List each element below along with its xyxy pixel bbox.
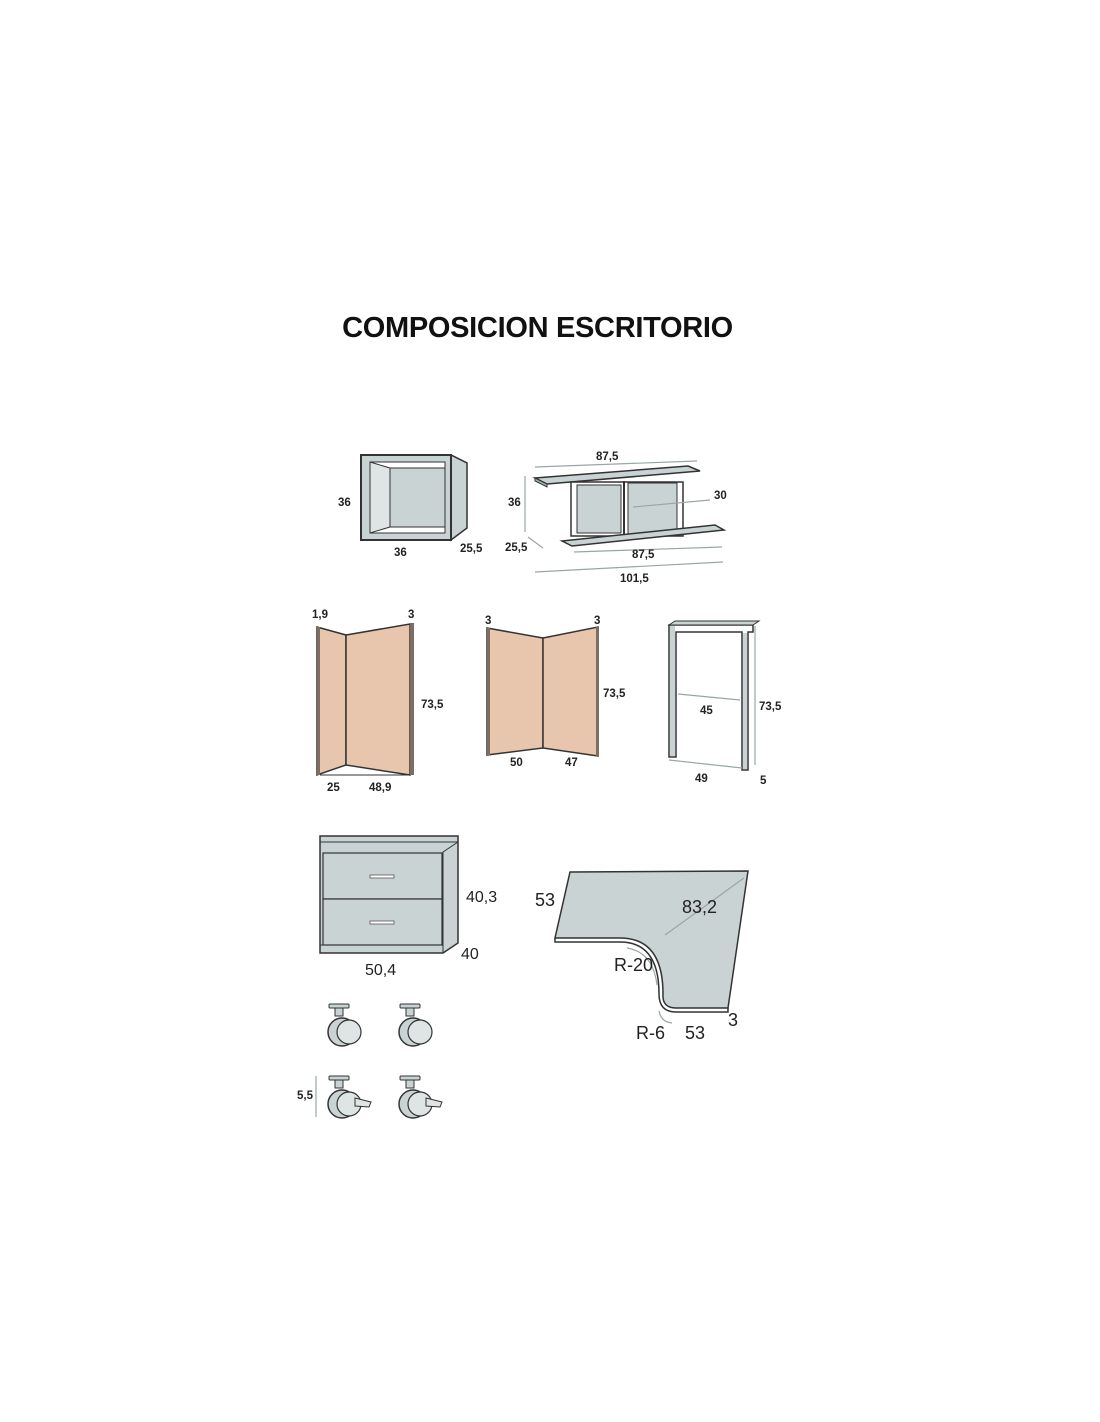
- corner-desk-side-label: 53: [535, 890, 555, 910]
- corner-panel-b-height-label: 73,5: [603, 688, 626, 700]
- corner-panel-a-depth-right-label: 48,9: [369, 782, 391, 794]
- corner-panel-a-thickness-right-label: 3: [408, 609, 414, 621]
- wall-shelf-total-width-label: 101,5: [620, 573, 649, 585]
- corner-desk-inner-radius-label: R-20: [614, 955, 653, 975]
- corner-desk-front-label: 53: [685, 1023, 705, 1043]
- wall-shelf-module: 87,5 36 30 25,5 87,5 101,5: [505, 451, 727, 585]
- corner-panel-a-height-label: 73,5: [421, 699, 444, 711]
- casters-module: 5,5: [297, 1003, 443, 1119]
- wall-shelf-bottom-width-label: 87,5: [632, 549, 655, 561]
- corner-panel-b-depth-left-label: 50: [510, 757, 523, 769]
- drawer-unit-width-label: 50,4: [365, 962, 396, 979]
- drawer-unit-module: 40,3 50,4 40: [319, 835, 497, 979]
- casters-height-label: 5,5: [297, 1090, 314, 1102]
- drawer-unit-height-label: 40,3: [466, 889, 497, 906]
- cube-shelf-module: 36 36 25,5: [338, 453, 483, 559]
- drawer-handle-bottom-icon: [369, 920, 395, 925]
- cube-shelf-height-label: 36: [338, 497, 351, 509]
- caster-with-brake-icon: [398, 1075, 443, 1119]
- caster-icon: [398, 1003, 433, 1047]
- corner-desk-thickness-label: 3: [728, 1010, 738, 1030]
- corner-desk-diagonal-label: 83,2: [682, 897, 717, 917]
- wall-shelf-height-label: 36: [508, 497, 521, 509]
- caster-with-brake-icon: [327, 1075, 372, 1119]
- wall-shelf-depth-label: 25,5: [505, 542, 528, 554]
- corner-desk-module: 53 83,2 R-20 R-6 53 3: [535, 870, 749, 1043]
- corner-panel-b-module: 3 3 73,5 50 47: [485, 615, 626, 769]
- wall-shelf-inner-height-label: 30: [714, 490, 727, 502]
- page-title: COMPOSICION ESCRITORIO: [342, 312, 733, 344]
- corner-panel-b-thickness-left-label: 3: [485, 615, 491, 627]
- corner-panel-b-thickness-right-label: 3: [594, 615, 600, 627]
- drawer-handle-top-icon: [369, 874, 395, 879]
- metal-leg-thickness-label: 5: [760, 775, 767, 787]
- cube-shelf-depth-label: 25,5: [460, 543, 483, 555]
- drawer-unit-depth-label: 40: [461, 946, 479, 963]
- caster-icon: [327, 1003, 362, 1047]
- metal-leg-inner-width-label: 45: [700, 705, 713, 717]
- metal-leg-height-label: 73,5: [759, 701, 782, 713]
- corner-panel-a-thickness-left-label: 1,9: [312, 609, 328, 621]
- corner-panel-a-module: 1,9 3 73,5 25 48,9: [312, 609, 444, 794]
- cube-shelf-width-label: 36: [394, 547, 407, 559]
- corner-desk-corner-radius-label: R-6: [636, 1023, 665, 1043]
- corner-panel-b-depth-right-label: 47: [565, 757, 578, 769]
- metal-leg-width-label: 49: [695, 773, 708, 785]
- metal-leg-module: 45 73,5 49 5: [667, 620, 782, 787]
- wall-shelf-top-width-label: 87,5: [596, 451, 619, 463]
- corner-panel-a-depth-left-label: 25: [327, 782, 340, 794]
